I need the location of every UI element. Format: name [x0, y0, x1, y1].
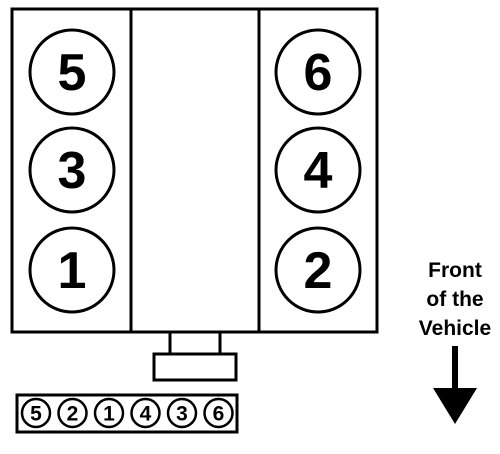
firing-order-circle	[166, 397, 198, 429]
firing-order-number: 3	[176, 403, 188, 426]
front-label-line-2: of the	[426, 288, 484, 311]
firing-order-circle	[203, 397, 234, 429]
firing-order-item: 2	[57, 397, 88, 429]
firing-order-box	[15, 393, 239, 434]
firing-order-item: 1	[93, 397, 125, 429]
cylinder-right-3: 2	[274, 226, 362, 314]
cylinder-number: 6	[304, 44, 333, 102]
firing-order-circle	[57, 397, 88, 429]
firing-order-item: 3	[166, 397, 198, 429]
firing-order-circle	[130, 397, 161, 429]
firing-order-item: 4	[130, 397, 161, 429]
cylinder-left-2: 3	[28, 126, 116, 214]
cylinder-number: 3	[58, 142, 87, 200]
front-of-vehicle-label: Front of the Vehicle	[410, 256, 500, 343]
crank-pulley	[152, 352, 238, 382]
cylinder-right-2: 4	[274, 126, 362, 214]
firing-order: 5 2 1 4 3 6	[20, 397, 234, 429]
cylinder-left-3: 1	[28, 226, 116, 314]
firing-order-number: 4	[140, 403, 152, 426]
cylinder-number: 4	[304, 142, 333, 200]
firing-order-circle	[93, 397, 125, 429]
firing-order-circle	[20, 397, 52, 429]
cylinder-left-1: 5	[28, 28, 116, 116]
firing-order-item: 6	[203, 397, 234, 429]
firing-order-number: 1	[103, 403, 115, 426]
cylinder-number: 1	[58, 242, 87, 300]
cylinder-number: 2	[304, 242, 333, 300]
cylinder-right-1: 6	[274, 28, 362, 116]
front-label-line-1: Front	[428, 259, 482, 282]
arrow-down-icon	[433, 346, 477, 424]
front-label-line-3: Vehicle	[418, 317, 492, 340]
crank-snout	[168, 330, 222, 356]
cylinder-number: 5	[58, 44, 87, 102]
firing-order-item: 5	[20, 397, 52, 429]
firing-order-number: 5	[30, 403, 42, 426]
firing-order-number: 2	[67, 403, 79, 426]
firing-order-number: 6	[213, 403, 225, 426]
